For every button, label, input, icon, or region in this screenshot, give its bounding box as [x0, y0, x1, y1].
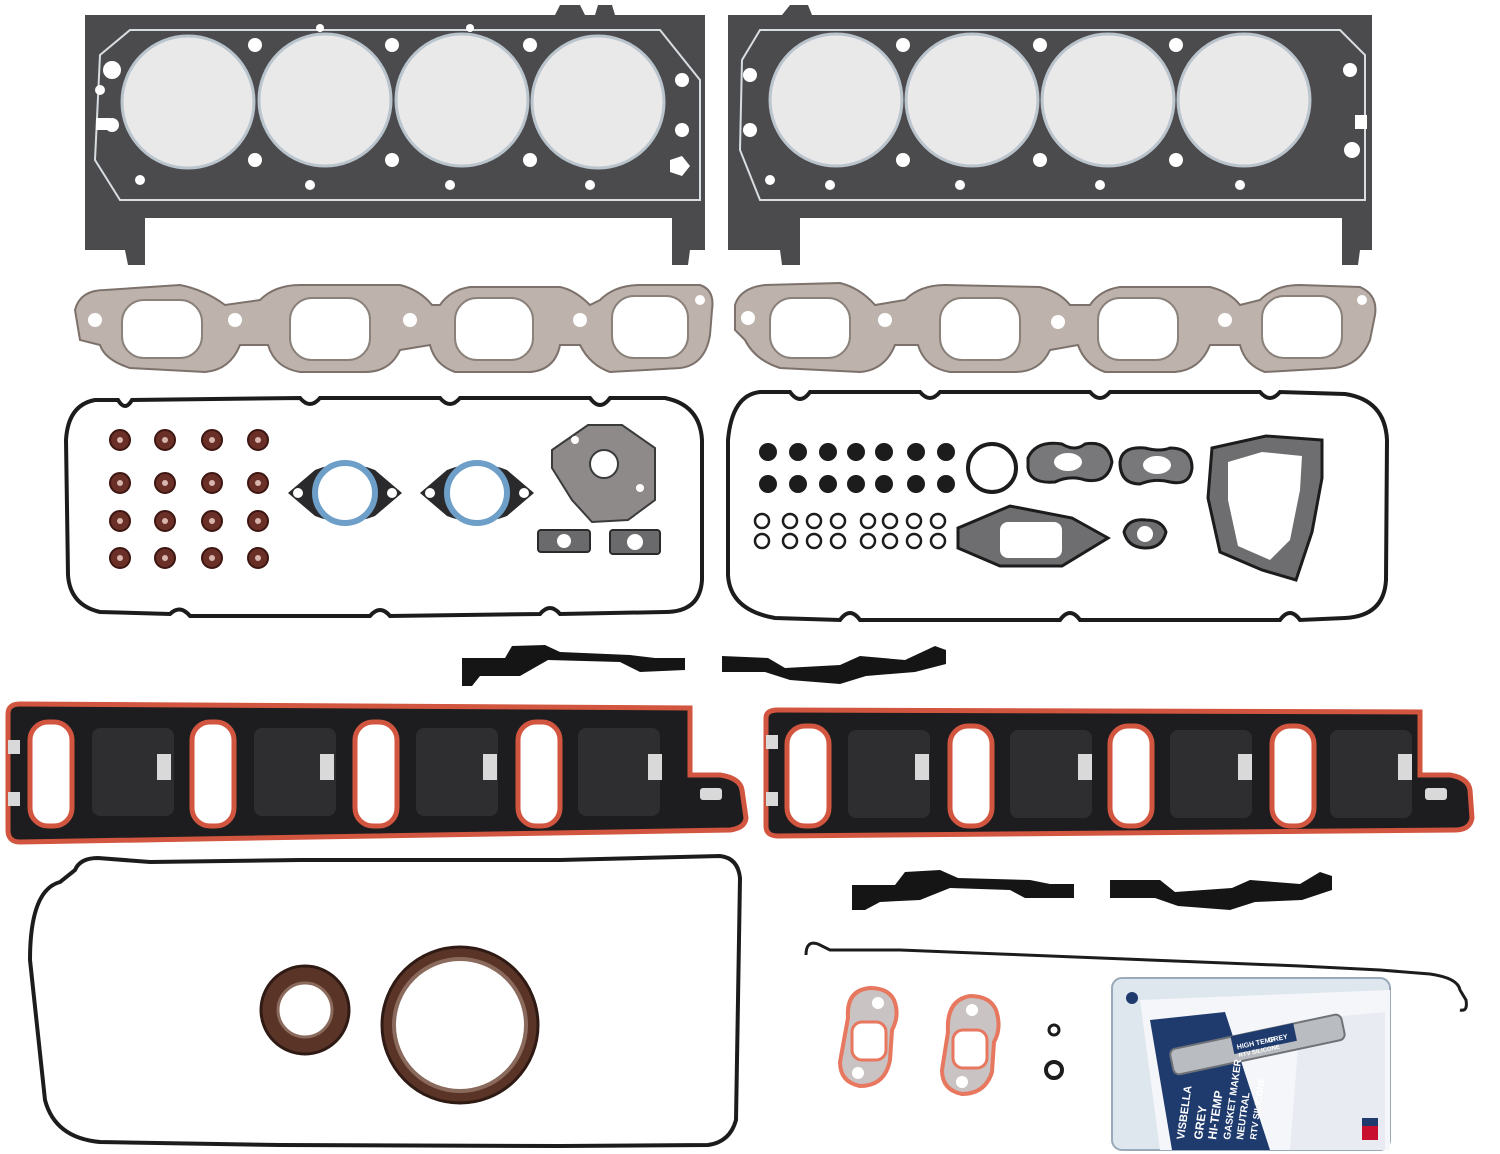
seal-badge-icon — [1126, 992, 1138, 1004]
end-seal-bottom-left — [852, 870, 1074, 910]
exhaust-gasket-left — [73, 283, 714, 374]
head-gasket-left — [85, 5, 705, 265]
o-ring — [805, 512, 823, 530]
grommet — [789, 443, 807, 461]
grommet — [937, 475, 955, 493]
o-ring — [929, 532, 947, 550]
intake-gasket-left — [5, 701, 749, 845]
end-seal-top-left — [462, 645, 685, 686]
tube-label-2: GREY — [1268, 1034, 1289, 1045]
o-ring — [929, 512, 947, 530]
water-outlet-gaskets — [288, 460, 534, 526]
intake-gasket-right — [763, 707, 1475, 839]
o-ring — [753, 532, 771, 550]
rtv-sealant-package: HIGH TEMP GREY RTV SILICONE VISBELLA GRE… — [1111, 977, 1391, 1151]
exhaust-gasket-right — [734, 281, 1377, 374]
crankshaft-seals — [259, 945, 540, 1105]
o-ring — [781, 512, 799, 530]
end-seal-bottom-right — [1110, 872, 1332, 910]
egr-gasket-left — [537, 424, 661, 555]
grommet — [875, 443, 893, 461]
o-ring — [781, 532, 799, 550]
valve-cover-gasket-right — [726, 389, 1390, 623]
oil-pan-gasket-loop — [27, 853, 743, 1149]
sealant-line2: HI-TEMP — [1205, 1090, 1226, 1141]
grommet — [759, 443, 777, 461]
end-seal-top-right — [722, 646, 946, 684]
grommet — [789, 475, 807, 493]
o-ring — [881, 532, 899, 550]
grommet — [847, 475, 865, 493]
o-ring — [753, 512, 771, 530]
grommet — [875, 475, 893, 493]
o-ring — [859, 512, 877, 530]
grommet — [759, 475, 777, 493]
valve-cover-grommets — [753, 443, 955, 550]
o-ring — [859, 532, 877, 550]
front-cover-wire-seal — [804, 941, 1468, 1012]
grommet — [847, 443, 865, 461]
grommet — [907, 475, 925, 493]
grommet — [819, 443, 837, 461]
grommet — [907, 443, 925, 461]
o-ring — [881, 512, 899, 530]
o-ring — [829, 532, 847, 550]
valve-stem-seals — [109, 429, 269, 569]
misc-gaskets-right — [956, 434, 1324, 582]
grommet — [937, 443, 955, 461]
o-ring — [905, 532, 923, 550]
thermostat-gaskets — [837, 985, 1064, 1097]
o-ring — [805, 532, 823, 550]
o-ring — [905, 512, 923, 530]
valve-cover-gasket-left — [63, 395, 704, 619]
sealant-line1: GREY — [1191, 1105, 1210, 1141]
head-gasket-right — [728, 5, 1372, 265]
grommet — [819, 475, 837, 493]
usa-flag-icon — [1362, 1118, 1378, 1140]
o-ring — [829, 512, 847, 530]
